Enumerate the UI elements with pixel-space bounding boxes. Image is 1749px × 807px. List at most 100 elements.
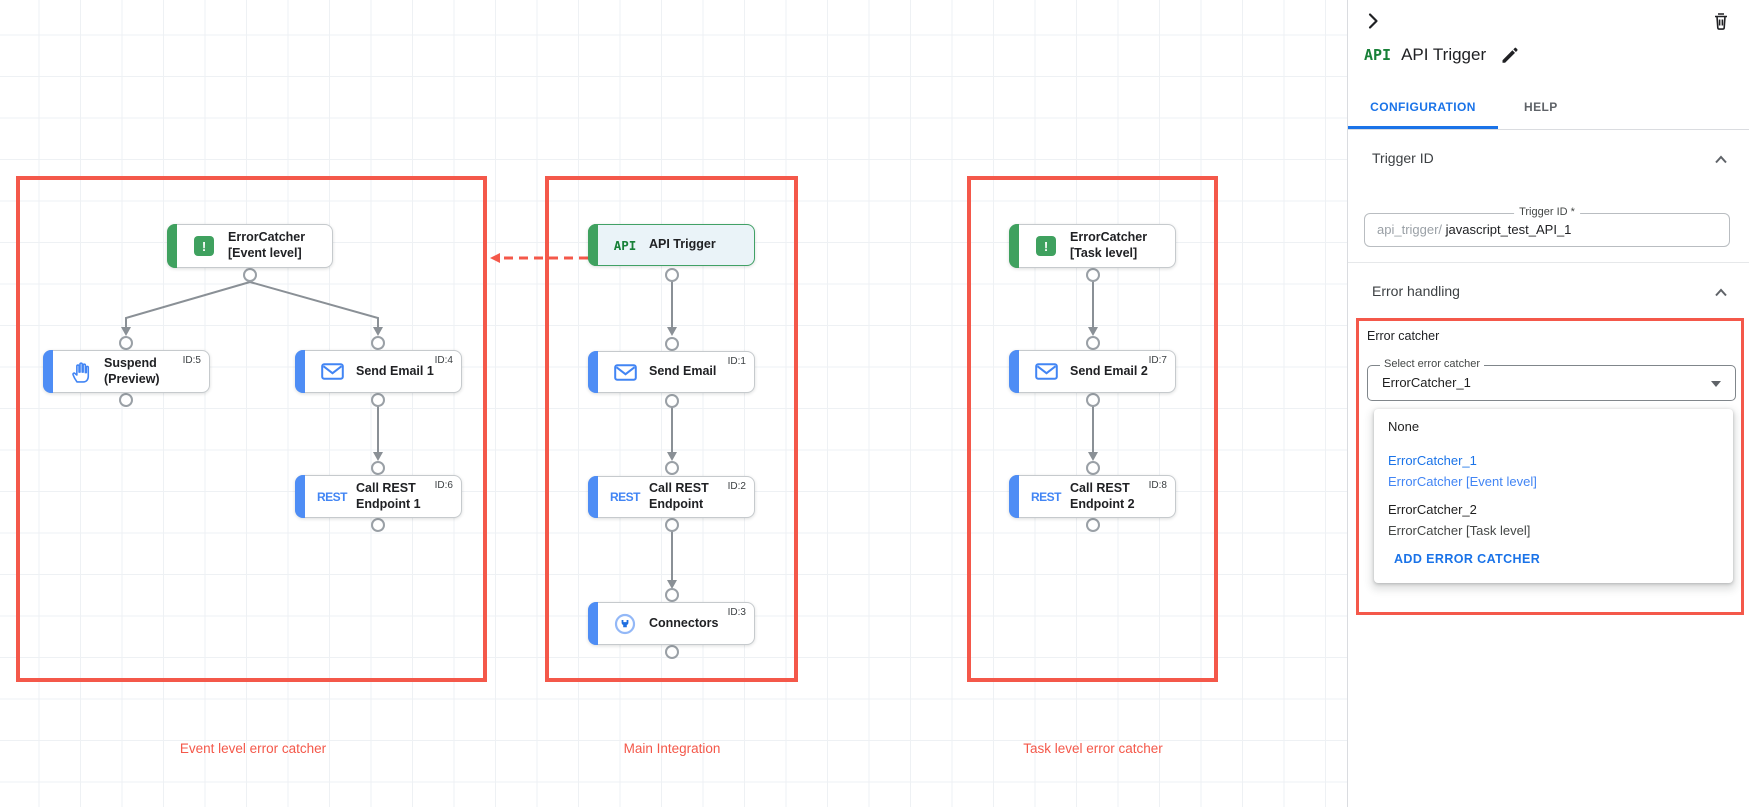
node-accent-bar (588, 476, 598, 518)
node-accent-bar (1009, 475, 1019, 518)
menu-option-errorcatcher-1-desc[interactable]: ErrorCatcher [Event level] (1388, 474, 1537, 489)
node-accent-bar (167, 224, 177, 268)
error-catcher-glyph: ! (194, 236, 214, 256)
node-label: ErrorCatcher [Event level] (228, 230, 306, 260)
error-catcher-select[interactable]: Select error catcher ErrorCatcher_1 (1367, 358, 1736, 401)
error-catcher-select-value: ErrorCatcher_1 (1382, 375, 1471, 390)
connector-icon (611, 613, 639, 635)
edge-lines (125, 281, 1094, 580)
trigger-id-field-label: Trigger ID * (1514, 206, 1580, 218)
node-label: Send Email 1 (356, 363, 434, 378)
node-label: Send Email (649, 364, 717, 379)
panel-tabs: CONFIGURATION HELP (1348, 84, 1749, 130)
rest-icon: REST (317, 489, 348, 504)
trigger-id-heading: Trigger ID (1372, 150, 1434, 166)
trigger-id-prefix: api_trigger/ (1377, 222, 1443, 237)
menu-option-errorcatcher-2-name[interactable]: ErrorCatcher_2 (1388, 502, 1477, 517)
api-glyph: API (613, 237, 637, 253)
error-catcher-icon: ! (1032, 236, 1060, 256)
node-label: Connectors (649, 615, 719, 630)
collapse-panel-button[interactable] (1360, 8, 1386, 34)
node-accent-bar (588, 602, 598, 645)
chevron-right-icon (1368, 13, 1378, 29)
node-send-email-1[interactable]: Send Email 1 ID:4 (295, 350, 462, 393)
connector-layer (119, 253, 1100, 659)
node-id-badge: ID:1 (727, 356, 746, 367)
suspend-hand-icon (66, 361, 94, 383)
node-accent-bar (588, 351, 598, 393)
node-accent-bar (1009, 224, 1019, 268)
node-send-email[interactable]: Send Email ID:1 (588, 351, 755, 393)
group-frame-task-level (967, 176, 1218, 682)
node-call-rest-endpoint-1[interactable]: REST Call REST Endpoint 1 ID:6 (295, 475, 462, 518)
node-errorcatcher-event-level[interactable]: ! ErrorCatcher [Event level] (167, 224, 333, 268)
api-trigger-logo: API (1364, 46, 1392, 64)
rest-icon: REST (1031, 490, 1062, 504)
collapse-error-handling-button[interactable] (1711, 283, 1731, 303)
caption-event-level: Event level error catcher (179, 741, 327, 756)
edit-title-button[interactable] (1496, 42, 1522, 68)
rest-glyph: REST (610, 490, 641, 504)
node-call-rest-endpoint[interactable]: REST Call REST Endpoint ID:2 (588, 476, 755, 518)
node-id-badge: ID:6 (434, 480, 453, 491)
node-id-badge: ID:8 (1148, 480, 1167, 491)
node-api-trigger[interactable]: API API Trigger (588, 224, 755, 266)
node-id-badge: ID:4 (434, 355, 453, 366)
node-id-badge: ID:5 (182, 355, 201, 366)
node-connectors[interactable]: Connectors ID:3 (588, 602, 755, 645)
menu-option-none[interactable]: None (1388, 419, 1420, 434)
node-accent-bar (295, 475, 305, 518)
node-label: Call REST Endpoint (649, 481, 709, 511)
chevron-up-icon (1715, 288, 1727, 297)
api-trigger-icon: API (611, 238, 639, 253)
delete-trigger-button[interactable] (1708, 8, 1734, 34)
error-handling-heading: Error handling (1372, 283, 1460, 299)
node-label: Send Email 2 (1070, 363, 1148, 378)
menu-option-errorcatcher-2-desc[interactable]: ErrorCatcher [Task level] (1388, 523, 1531, 538)
node-id-badge: ID:3 (727, 607, 746, 618)
node-suspend-preview[interactable]: Suspend (Preview) ID:5 (43, 350, 210, 393)
rest-icon: REST (610, 490, 641, 504)
error-catcher-glyph: ! (1036, 236, 1056, 256)
edge-arrowheads (121, 327, 1098, 589)
menu-option-errorcatcher-1-name[interactable]: ErrorCatcher_1 (1388, 453, 1477, 468)
error-catcher-select-label: Select error catcher (1380, 358, 1484, 370)
node-label: Suspend (Preview) (104, 355, 160, 386)
email-icon (1032, 363, 1060, 380)
trigger-id-field[interactable]: Trigger ID * api_trigger/ javascript_tes… (1364, 206, 1730, 247)
error-catcher-group-label: Error catcher (1367, 329, 1440, 343)
chevron-up-icon (1715, 155, 1727, 164)
tab-configuration[interactable]: CONFIGURATION (1348, 84, 1498, 129)
tab-help[interactable]: HELP (1524, 99, 1558, 114)
connector-ports[interactable] (119, 268, 1100, 659)
group-frame-main-integration (545, 176, 798, 682)
node-accent-bar (43, 350, 53, 393)
collapse-trigger-id-button[interactable] (1711, 150, 1731, 170)
dropdown-arrow-icon (1711, 381, 1721, 387)
node-id-badge: ID:2 (727, 481, 746, 492)
error-catcher-icon: ! (190, 236, 218, 256)
node-label: ErrorCatcher [Task level] (1070, 230, 1148, 260)
node-send-email-2[interactable]: Send Email 2 ID:7 (1009, 350, 1176, 393)
workflow-canvas[interactable]: ! ErrorCatcher [Event level] Suspend (Pr… (0, 0, 1347, 807)
error-catcher-highlight-frame: Error catcher Select error catcher Error… (1356, 318, 1744, 615)
node-call-rest-endpoint-2[interactable]: REST Call REST Endpoint 2 ID:8 (1009, 475, 1176, 518)
node-id-badge: ID:7 (1148, 355, 1167, 366)
caption-main-integration: Main Integration (623, 741, 721, 756)
rest-glyph: REST (317, 489, 348, 504)
caption-task-level: Task level error catcher (1023, 741, 1163, 756)
add-error-catcher-button[interactable]: ADD ERROR CATCHER (1394, 552, 1541, 566)
trash-icon (1715, 13, 1727, 30)
error-link-arrow (490, 253, 588, 263)
email-icon (318, 363, 346, 380)
panel-title: API Trigger (1401, 45, 1487, 64)
node-errorcatcher-task-level[interactable]: ! ErrorCatcher [Task level] (1009, 224, 1176, 268)
node-label: Call REST Endpoint 1 (356, 480, 421, 511)
node-label: API Trigger (649, 237, 716, 252)
email-icon (611, 363, 639, 381)
pencil-icon (1502, 47, 1518, 63)
config-panel: API API Trigger CONFIGURATION HELP Trigg… (1347, 0, 1749, 807)
error-catcher-dropdown-menu: None ErrorCatcher_1 ErrorCatcher [Event … (1374, 409, 1733, 583)
group-frame-event-level (16, 176, 487, 682)
node-accent-bar (295, 350, 305, 393)
